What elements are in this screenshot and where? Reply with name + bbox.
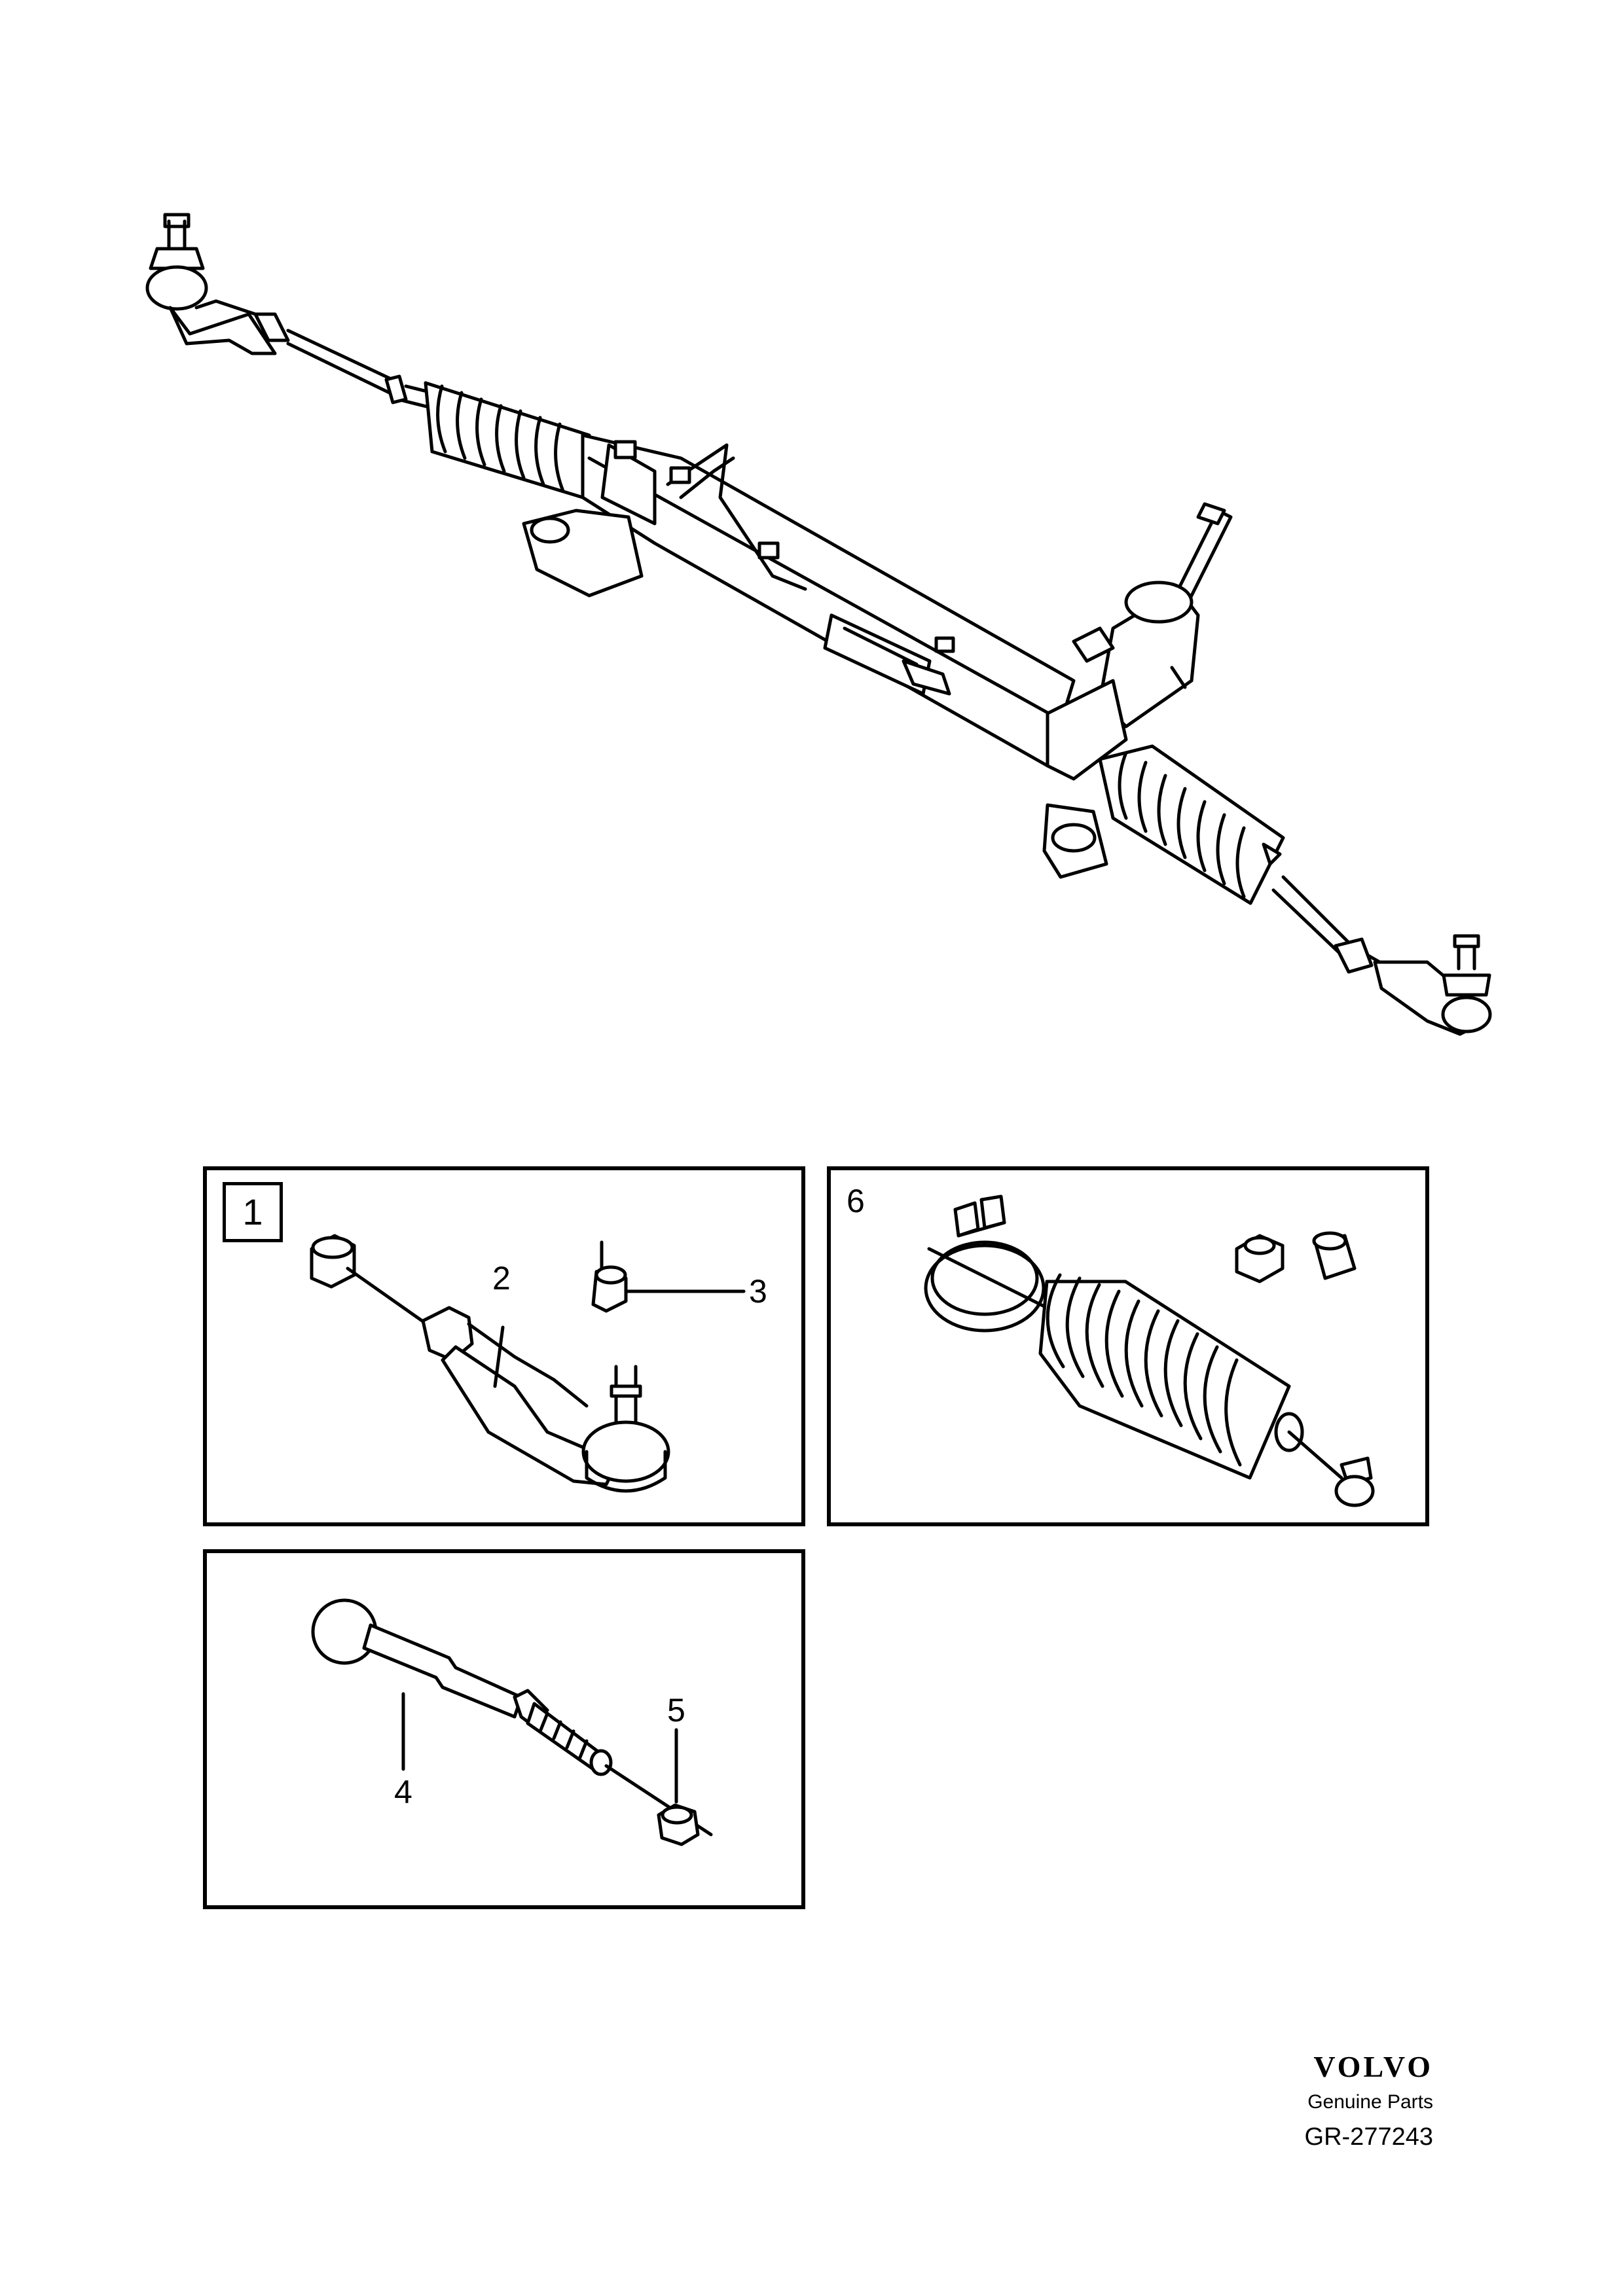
right-tie-rod [1271,875,1416,984]
brand-logo: VOLVO [1313,2050,1433,2083]
sleeve-nut-icon [1312,1231,1357,1280]
brand-subtitle: Genuine Parts [1307,2091,1433,2113]
tie-rod-end-body [421,1306,670,1493]
inner-tie-rod-icon [311,1598,713,1846]
diagram-code: GR-277243 [1304,2123,1433,2151]
leader-2 [493,1325,505,1388]
callout-2: 2 [492,1260,511,1297]
steering-rack-icon [145,213,1492,1036]
right-mount [1042,803,1108,879]
callout-6: 6 [847,1183,865,1219]
hose-clamp-icon [924,1194,1049,1333]
left-tie-rod-end [145,213,277,355]
hex-nut-icon [1235,1234,1285,1283]
pinion-valve [1046,502,1233,781]
leader-6 [927,1247,1049,1310]
tie-rod-end-icon [310,1234,746,1493]
kit-number-box: 1 [223,1182,283,1242]
callout-5: 5 [667,1692,685,1729]
brand-block: VOLVO Genuine Parts GR-277243 [1305,2050,1433,2152]
rack-housing [522,433,1076,768]
left-bellows [424,381,591,499]
panel-boot-kit: 6 [827,1166,1429,1526]
small-clamp-icon [1334,1456,1375,1507]
callout-3: 3 [749,1273,767,1310]
bellows-kit-icon [924,1194,1375,1507]
lock-nut-icon [657,1728,700,1846]
left-tie-rod [253,312,434,409]
right-tie-rod-end [1373,934,1492,1036]
callout-4: 4 [394,1774,412,1810]
jam-nut-icon [310,1234,438,1333]
panel-inner-tie-rod: 4 5 [203,1549,805,1909]
hex-nut-icon [591,1240,746,1313]
bellows-boot-icon [1038,1273,1343,1480]
right-bellows [1098,744,1285,905]
panel-tie-rod-end-kit: 1 2 3 [203,1166,805,1526]
